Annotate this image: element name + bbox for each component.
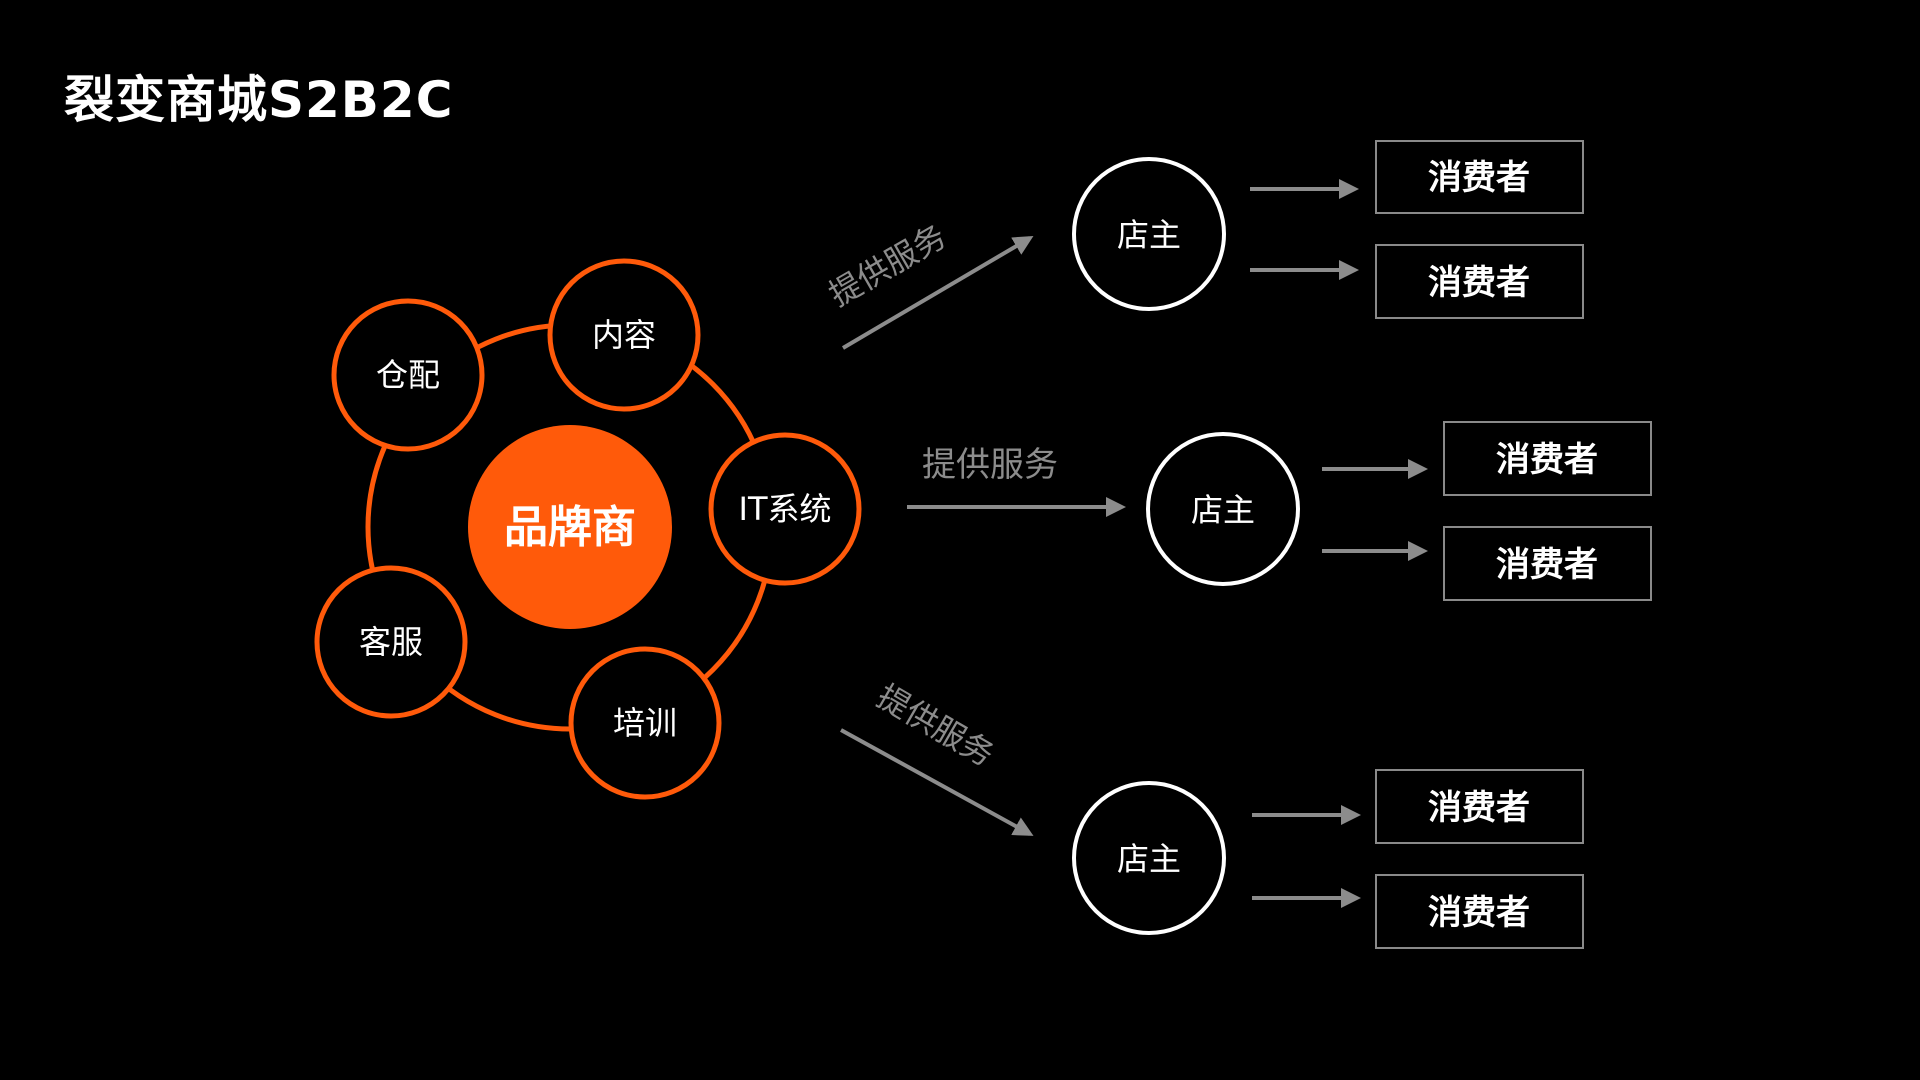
satellite-customer-service-label: 客服 <box>359 623 423 661</box>
consumer-box-middle-1 <box>1443 421 1652 496</box>
consumer-label-middle-1: 消费者 <box>1496 440 1598 480</box>
service-arrow-lower <box>840 728 1034 836</box>
shop-owner-label-lower: 店主 <box>1117 840 1181 878</box>
brand-node-circle <box>468 425 672 629</box>
satellite-it-system-circle <box>708 432 862 586</box>
consumer-box-upper-2 <box>1375 244 1584 319</box>
service-label-lower: 提供服务 <box>871 677 1001 774</box>
consumer-box-upper-1 <box>1375 140 1584 214</box>
consumer-label-upper-2: 消费者 <box>1428 263 1530 303</box>
service-arrow-upper <box>841 235 1034 350</box>
satellite-content: 内容 <box>547 258 701 412</box>
brand-node: 品牌商 <box>468 425 672 629</box>
consumer-label-upper-1: 消费者 <box>1428 158 1530 198</box>
branch-lower: 提供服务 店主 消费者 消费者 <box>840 677 1584 949</box>
satellite-it-system-label: IT系统 <box>739 490 832 528</box>
satellite-content-circle <box>547 258 701 412</box>
satellite-training-label: 培训 <box>613 704 677 742</box>
service-label-middle: 提供服务 <box>922 445 1058 485</box>
satellite-content-label: 内容 <box>592 316 656 354</box>
shop-owner-label-upper: 店主 <box>1117 216 1181 254</box>
consumer-label-lower-1: 消费者 <box>1428 788 1530 828</box>
shop-owner-label-middle: 店主 <box>1191 491 1255 529</box>
shop-owner-node-middle <box>1146 432 1300 586</box>
shop-owner-node-lower <box>1072 781 1226 935</box>
satellite-training: 培训 <box>568 646 722 800</box>
consumer-box-middle-2 <box>1443 526 1652 601</box>
consumer-label-middle-2: 消费者 <box>1496 545 1598 585</box>
branch-upper: 提供服务 店主 消费者 消费者 <box>823 140 1584 350</box>
satellite-warehouse-circle <box>331 298 485 452</box>
shop-owner-node-upper <box>1072 157 1226 311</box>
service-label-upper: 提供服务 <box>823 217 953 314</box>
page-title: 裂变商城S2B2C <box>64 71 454 129</box>
satellite-warehouse: 仓配 <box>331 298 485 452</box>
consumer-box-lower-1 <box>1375 769 1584 844</box>
consumer-label-lower-2: 消费者 <box>1428 893 1530 933</box>
satellite-it-system: IT系统 <box>708 432 862 586</box>
satellite-customer-service-circle <box>314 565 468 719</box>
branch-middle: 提供服务 店主 消费者 消费者 <box>907 421 1652 601</box>
consumer-box-lower-2 <box>1375 874 1584 949</box>
satellite-training-circle <box>568 646 722 800</box>
brand-node-label: 品牌商 <box>504 502 636 553</box>
satellite-customer-service: 客服 <box>314 565 468 719</box>
satellite-warehouse-label: 仓配 <box>376 356 440 394</box>
